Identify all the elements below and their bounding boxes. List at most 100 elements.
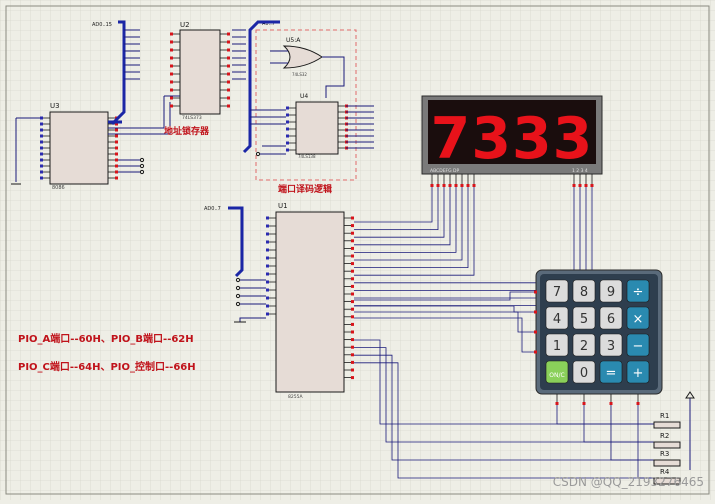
display-pin-marker bbox=[454, 184, 458, 187]
pin-marker bbox=[115, 140, 118, 144]
u1-ppi-chip[interactable]: U1 8255A bbox=[266, 202, 354, 400]
u5-or-gate[interactable]: U5:A 74LS32 bbox=[270, 37, 345, 98]
wire-to-display bbox=[354, 187, 439, 231]
pin-marker bbox=[351, 376, 354, 380]
resistor-r3[interactable]: R3 bbox=[653, 450, 681, 467]
keypad-col-pin-marker bbox=[636, 402, 640, 405]
wire-to-display bbox=[354, 187, 457, 253]
pin-marker bbox=[351, 231, 354, 235]
keypad-key bbox=[545, 360, 569, 384]
keypad-key-label: 4 bbox=[553, 312, 561, 327]
pin-marker bbox=[40, 146, 43, 150]
pin-marker bbox=[40, 128, 43, 132]
pin-marker bbox=[40, 116, 43, 120]
keypad-key bbox=[599, 333, 623, 357]
r1-label: R1 bbox=[660, 412, 669, 420]
keypad-key-label: 0 bbox=[580, 366, 588, 381]
resistor-r4[interactable]: R4 bbox=[653, 468, 681, 485]
u5-part: 74LS32 bbox=[292, 72, 307, 77]
keypad-key-label: − bbox=[633, 339, 644, 354]
pin-marker bbox=[351, 307, 354, 311]
pin-marker bbox=[266, 288, 269, 292]
pin-marker bbox=[266, 312, 269, 316]
port-address-note-1: PIO_A端口--60H、PIO_B端口--62H bbox=[18, 332, 194, 345]
keypad-key bbox=[626, 279, 650, 303]
keypad-key-label: 9 bbox=[607, 285, 615, 300]
u2-part: 74LS373 bbox=[182, 115, 202, 121]
pin-marker bbox=[227, 64, 230, 68]
u1-left-pins bbox=[266, 216, 276, 316]
u3-ref: U3 bbox=[50, 102, 60, 110]
pin-marker bbox=[170, 48, 173, 52]
keypad-key bbox=[572, 333, 596, 357]
pin-marker bbox=[286, 134, 289, 138]
pin-marker bbox=[266, 240, 269, 244]
pin-marker bbox=[170, 40, 173, 44]
pin-marker bbox=[227, 96, 230, 100]
pin-marker bbox=[266, 232, 269, 236]
pin-marker bbox=[227, 48, 230, 52]
pin-marker bbox=[286, 106, 289, 110]
pin-marker bbox=[351, 284, 354, 288]
u2-pins bbox=[170, 32, 230, 108]
keypad-key-label: 6 bbox=[607, 312, 615, 327]
keypad-key-label: 2 bbox=[580, 339, 588, 354]
watermark: CSDN @QQ_2193276465 bbox=[553, 475, 704, 489]
pin-marker bbox=[170, 96, 173, 100]
u2-latch-chip[interactable]: U2 74LS373 bbox=[170, 21, 230, 121]
pin-marker bbox=[115, 152, 118, 156]
pin-marker bbox=[115, 176, 118, 180]
wire-to-display bbox=[354, 187, 433, 223]
wire-to-keypad-row bbox=[354, 311, 540, 333]
keypad-key bbox=[599, 306, 623, 330]
pin-marker bbox=[227, 88, 230, 92]
keypad-key-label: ON/C bbox=[549, 372, 564, 379]
keypad-key-label: 7 bbox=[553, 285, 561, 300]
resistor-r2[interactable]: R2 bbox=[653, 432, 681, 449]
wire-to-resistor bbox=[354, 339, 654, 425]
keypad-col-pin-marker bbox=[582, 402, 586, 405]
pin-marker bbox=[170, 80, 173, 84]
resistor-array: R1 R2 R3 R4 bbox=[653, 391, 695, 485]
pin-marker bbox=[286, 120, 289, 124]
u4-part: 74LS138 bbox=[298, 154, 316, 159]
resistor-r1[interactable]: R1 bbox=[653, 412, 681, 429]
keypad-col-pin-marker bbox=[609, 402, 613, 405]
pin-marker bbox=[351, 239, 354, 243]
pin-marker bbox=[40, 152, 43, 156]
keypad-col-wire bbox=[556, 405, 654, 425]
keypad-key-label: ÷ bbox=[633, 285, 644, 300]
pin-marker bbox=[115, 146, 118, 150]
pin-marker bbox=[351, 330, 354, 334]
pin-marker bbox=[170, 88, 173, 92]
wire-to-keypad-row bbox=[354, 291, 540, 301]
u3-cpu-chip[interactable]: U3 8086 bbox=[40, 102, 118, 191]
pin-marker bbox=[351, 277, 354, 281]
pin-marker bbox=[351, 262, 354, 266]
r4-label: R4 bbox=[660, 468, 670, 476]
wire-to-display bbox=[354, 187, 445, 238]
pin-marker bbox=[115, 134, 118, 138]
pin-marker bbox=[170, 32, 173, 36]
keypad-key-label: 8 bbox=[580, 285, 588, 300]
pin-marker bbox=[286, 127, 289, 131]
pin-marker bbox=[351, 224, 354, 228]
keypad-row-pin bbox=[534, 310, 537, 314]
pin-marker bbox=[40, 170, 43, 174]
pin-marker bbox=[351, 360, 354, 364]
keypad-key-label: + bbox=[633, 366, 644, 381]
keypad-col-wire bbox=[610, 405, 654, 461]
pin-marker bbox=[227, 56, 230, 60]
keypad-col-wire bbox=[637, 405, 654, 479]
wire-to-display bbox=[354, 187, 469, 269]
display-pin-marker bbox=[472, 184, 476, 187]
keypad-col-wire bbox=[583, 405, 654, 443]
pin-marker bbox=[40, 140, 43, 144]
bus-label-a: A0..7 bbox=[262, 21, 275, 27]
display-pin-labels-right: 1 2 3 4 bbox=[572, 168, 588, 174]
keypad-key-label: 1 bbox=[553, 339, 561, 354]
pin-marker bbox=[351, 368, 354, 372]
display-pin-marker bbox=[436, 184, 440, 187]
